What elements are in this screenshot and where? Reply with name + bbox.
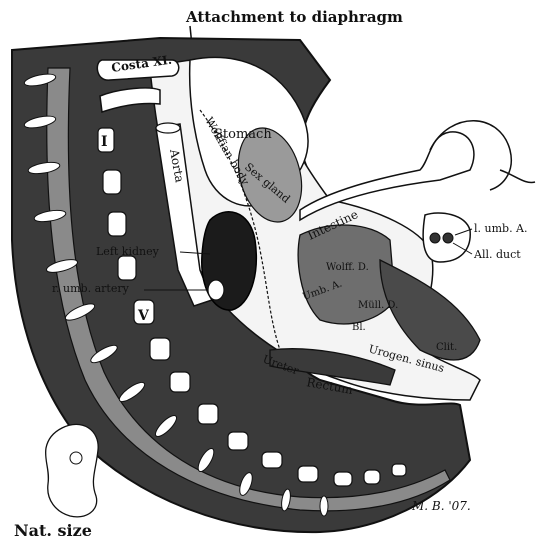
label-signature: M. B. '07. [411, 499, 471, 513]
vertebra-13 [364, 470, 380, 484]
label-vertebra-i: I [101, 134, 108, 150]
vertebra-12 [334, 472, 352, 486]
intestine-loop [300, 132, 474, 220]
label-mull-d: Müll. D. [358, 300, 398, 311]
label-wolff-d: Wolff. D. [326, 262, 369, 273]
left-umbilical-artery-section [430, 233, 440, 243]
label-r-umb-artery: r. umb. artery [52, 282, 130, 295]
ganglion-13 [320, 496, 328, 516]
cord-stump [500, 170, 535, 183]
label-bl: Bl. [352, 322, 366, 333]
vertebra-2 [103, 170, 121, 194]
label-nat-size: Nat. size [14, 521, 92, 540]
vertebra-8 [198, 404, 218, 424]
vertebra-4 [118, 256, 136, 280]
nat-size-embryo-outline [46, 424, 99, 516]
vertebra-3 [108, 212, 126, 236]
figure-title: Attachment to diaphragm [185, 8, 403, 26]
label-left-kidney: Left kidney [96, 245, 160, 258]
vertebra-10 [262, 452, 282, 468]
vertebra-14 [392, 464, 406, 476]
umbilical-artery-lumen [208, 280, 224, 300]
label-vertebra-v: V [137, 308, 150, 324]
vertebra-9 [228, 432, 248, 450]
allantoic-duct-section [443, 233, 453, 243]
label-all-duct: All. duct [473, 248, 521, 261]
nat-size-inset: Nat. size [14, 424, 98, 540]
vertebra-7 [170, 372, 190, 392]
aorta-opening [156, 123, 180, 133]
label-clit: Clit. [436, 342, 457, 353]
label-l-umb-a: l. umb. A. [474, 222, 528, 235]
vertebra-11 [298, 466, 318, 482]
vertebra-6 [150, 338, 170, 360]
